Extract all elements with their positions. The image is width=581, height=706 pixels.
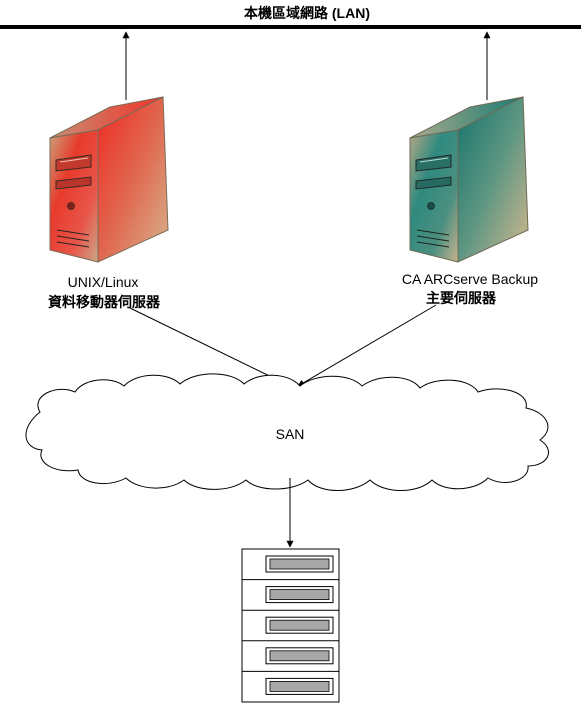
unix-linux-server-icon: [49, 96, 169, 263]
right-server-san-link: [297, 304, 437, 387]
lan-title: 本機區域網路 (LAN): [244, 5, 370, 21]
storage-drive-bay: [265, 555, 334, 573]
ca-arcserve-server-label: CA ARCserve Backup: [401, 271, 539, 287]
storage-drive-bay: [242, 670, 339, 695]
unix-linux-server-label: UNIX/Linux: [67, 274, 139, 290]
ca-arcserve-server-icon: [409, 96, 529, 263]
storage-array-icon: [241, 548, 340, 703]
san-label: SAN: [275, 426, 305, 442]
ca-arcserve-server-role: 主要伺服器: [426, 290, 496, 306]
storage-drive-bay: [242, 579, 339, 604]
storage-drive-bay: [242, 640, 339, 665]
left-server-san-link: [129, 307, 291, 387]
unix-linux-server-role: 資料移動器伺服器: [48, 294, 160, 310]
storage-drive-bay: [242, 609, 339, 634]
san-cloud: [25, 373, 549, 491]
